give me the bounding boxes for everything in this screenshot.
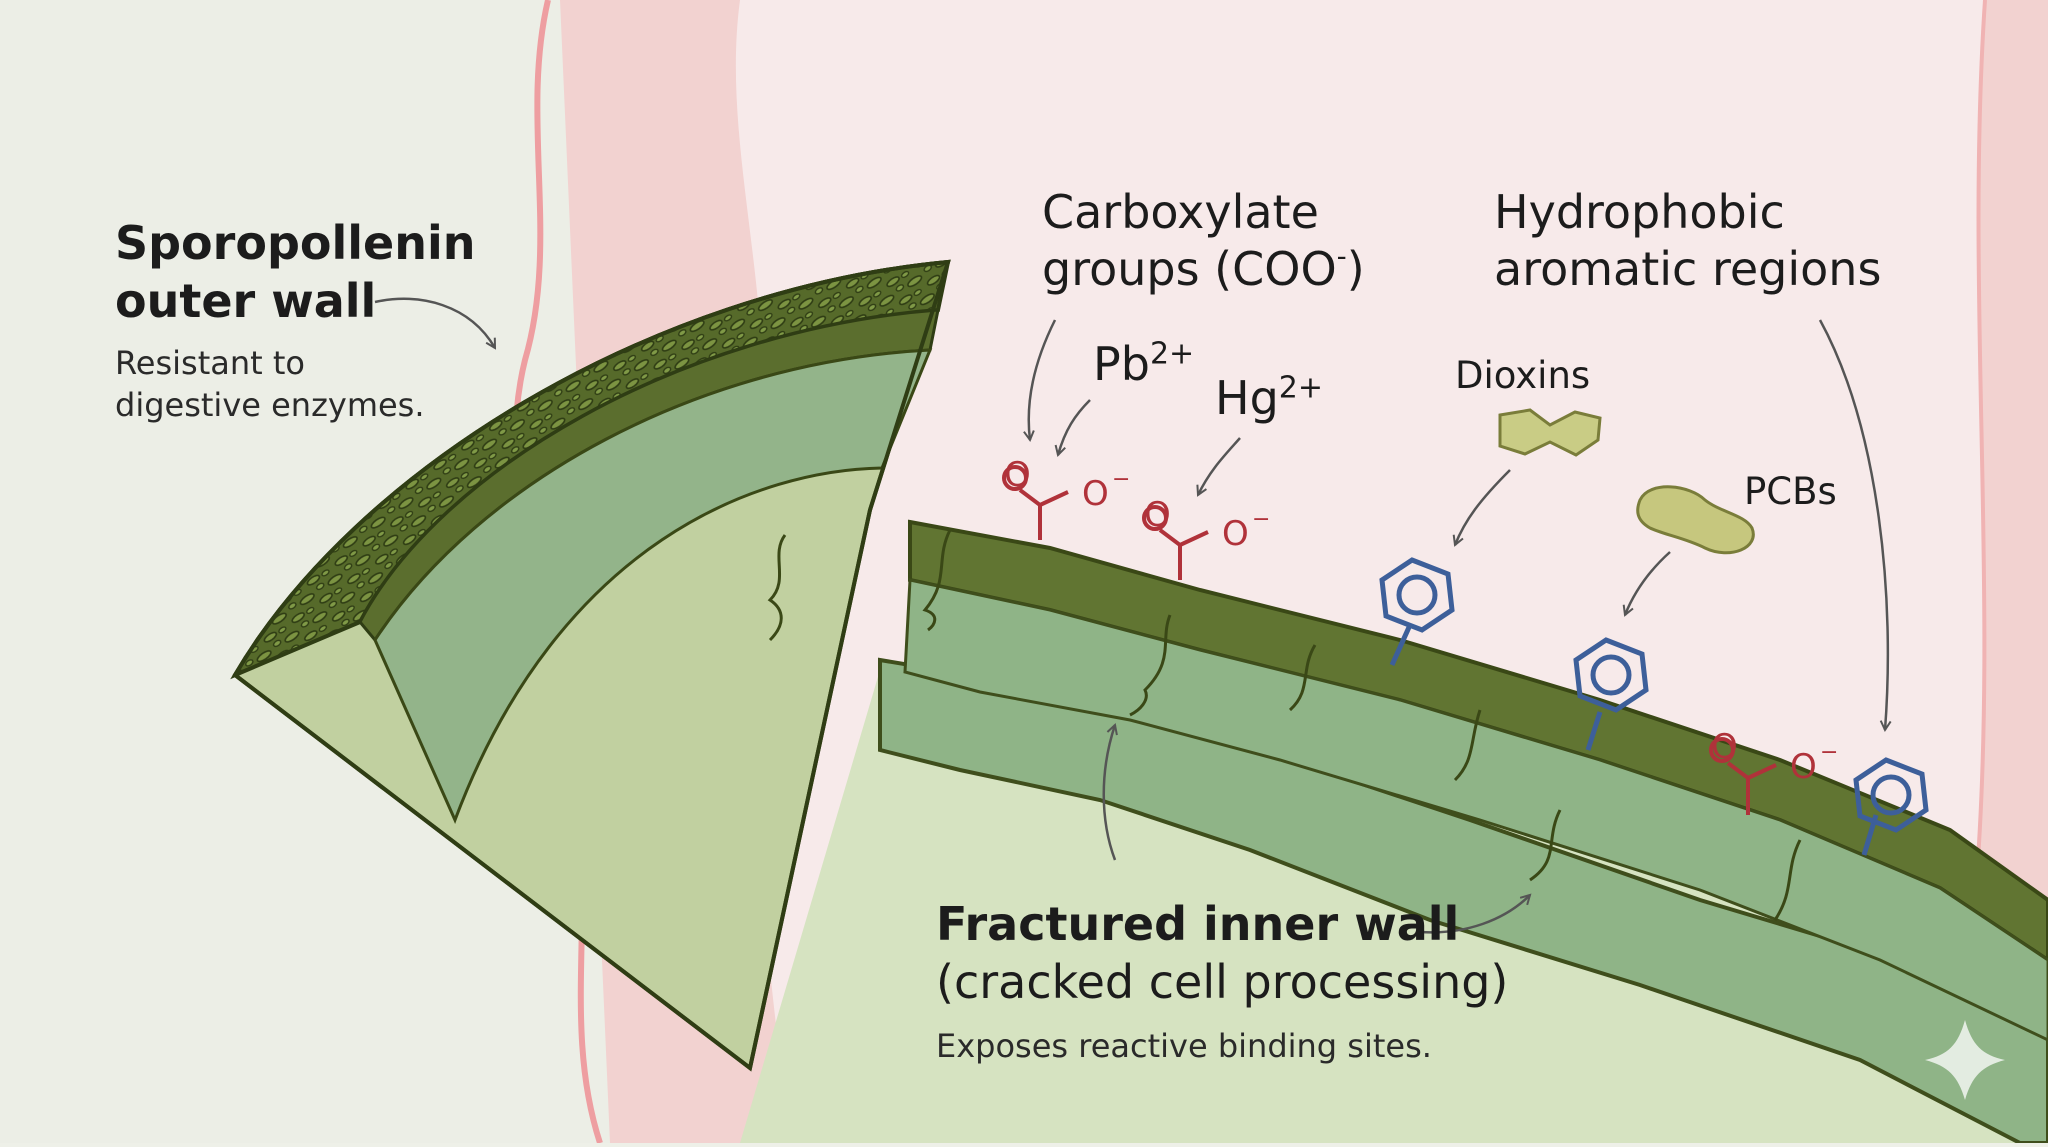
- carboxyl-1-charge: −: [1112, 467, 1130, 492]
- carboxyl-2-oxygen: O: [1144, 495, 1171, 535]
- carboxylate-group-3: [1709, 737, 1777, 815]
- wall-cracks: [922, 529, 1802, 921]
- carboxyl-3-oxide: O: [1790, 747, 1817, 787]
- aromatic-ring-2: [1573, 637, 1649, 751]
- lead-ion-label: Pb2+: [1093, 336, 1195, 391]
- carboxyl-3-oxygen: O: [1711, 727, 1738, 767]
- pcbs-label: PCBs: [1744, 470, 1837, 513]
- carboxylate-label-line2: groups (COO-): [1042, 239, 1365, 296]
- fractured-desc: Exposes reactive binding sites.: [936, 1027, 1432, 1065]
- sporopollenin-desc-line2: digestive enzymes.: [115, 386, 425, 424]
- sporopollenin-title-line2: outer wall: [115, 274, 377, 328]
- carboxylate-label-line1: Carboxylate: [1042, 185, 1319, 239]
- carboxylate-group-2: [1142, 505, 1209, 580]
- carboxyl-3-charge: −: [1820, 740, 1838, 765]
- aromatic-ring-3: [1853, 757, 1929, 856]
- hydrophobic-label-line1: Hydrophobic: [1494, 185, 1785, 239]
- mercury-ion-label: Hg2+: [1215, 370, 1324, 425]
- carboxylate-group-1: [1002, 465, 1069, 540]
- pollen-grain-wedge: [230, 259, 951, 1072]
- annotation-arrows: [374, 297, 1888, 934]
- sparkle-icon: [1925, 1020, 2005, 1100]
- aromatic-ring-1: [1379, 557, 1455, 667]
- carboxyl-2-charge: −: [1252, 507, 1270, 532]
- sporopollenin-desc-line1: Resistant to: [115, 344, 305, 382]
- carboxyl-1-oxygen: O: [1004, 455, 1031, 495]
- fractured-subtitle: (cracked cell processing): [936, 955, 1509, 1009]
- dioxin-molecule-icon: [1498, 408, 1602, 457]
- carboxyl-1-oxide: O: [1082, 474, 1109, 514]
- carboxyl-2-oxide: O: [1222, 514, 1249, 554]
- pcb-molecule-icon: [1636, 485, 1755, 555]
- sporopollenin-title-line1: Sporopollenin: [115, 216, 476, 270]
- dioxins-label: Dioxins: [1455, 354, 1591, 397]
- fractured-title: Fractured inner wall: [936, 897, 1460, 951]
- hydrophobic-label-line2: aromatic regions: [1494, 242, 1882, 296]
- inner-wall-band: [903, 578, 2048, 1042]
